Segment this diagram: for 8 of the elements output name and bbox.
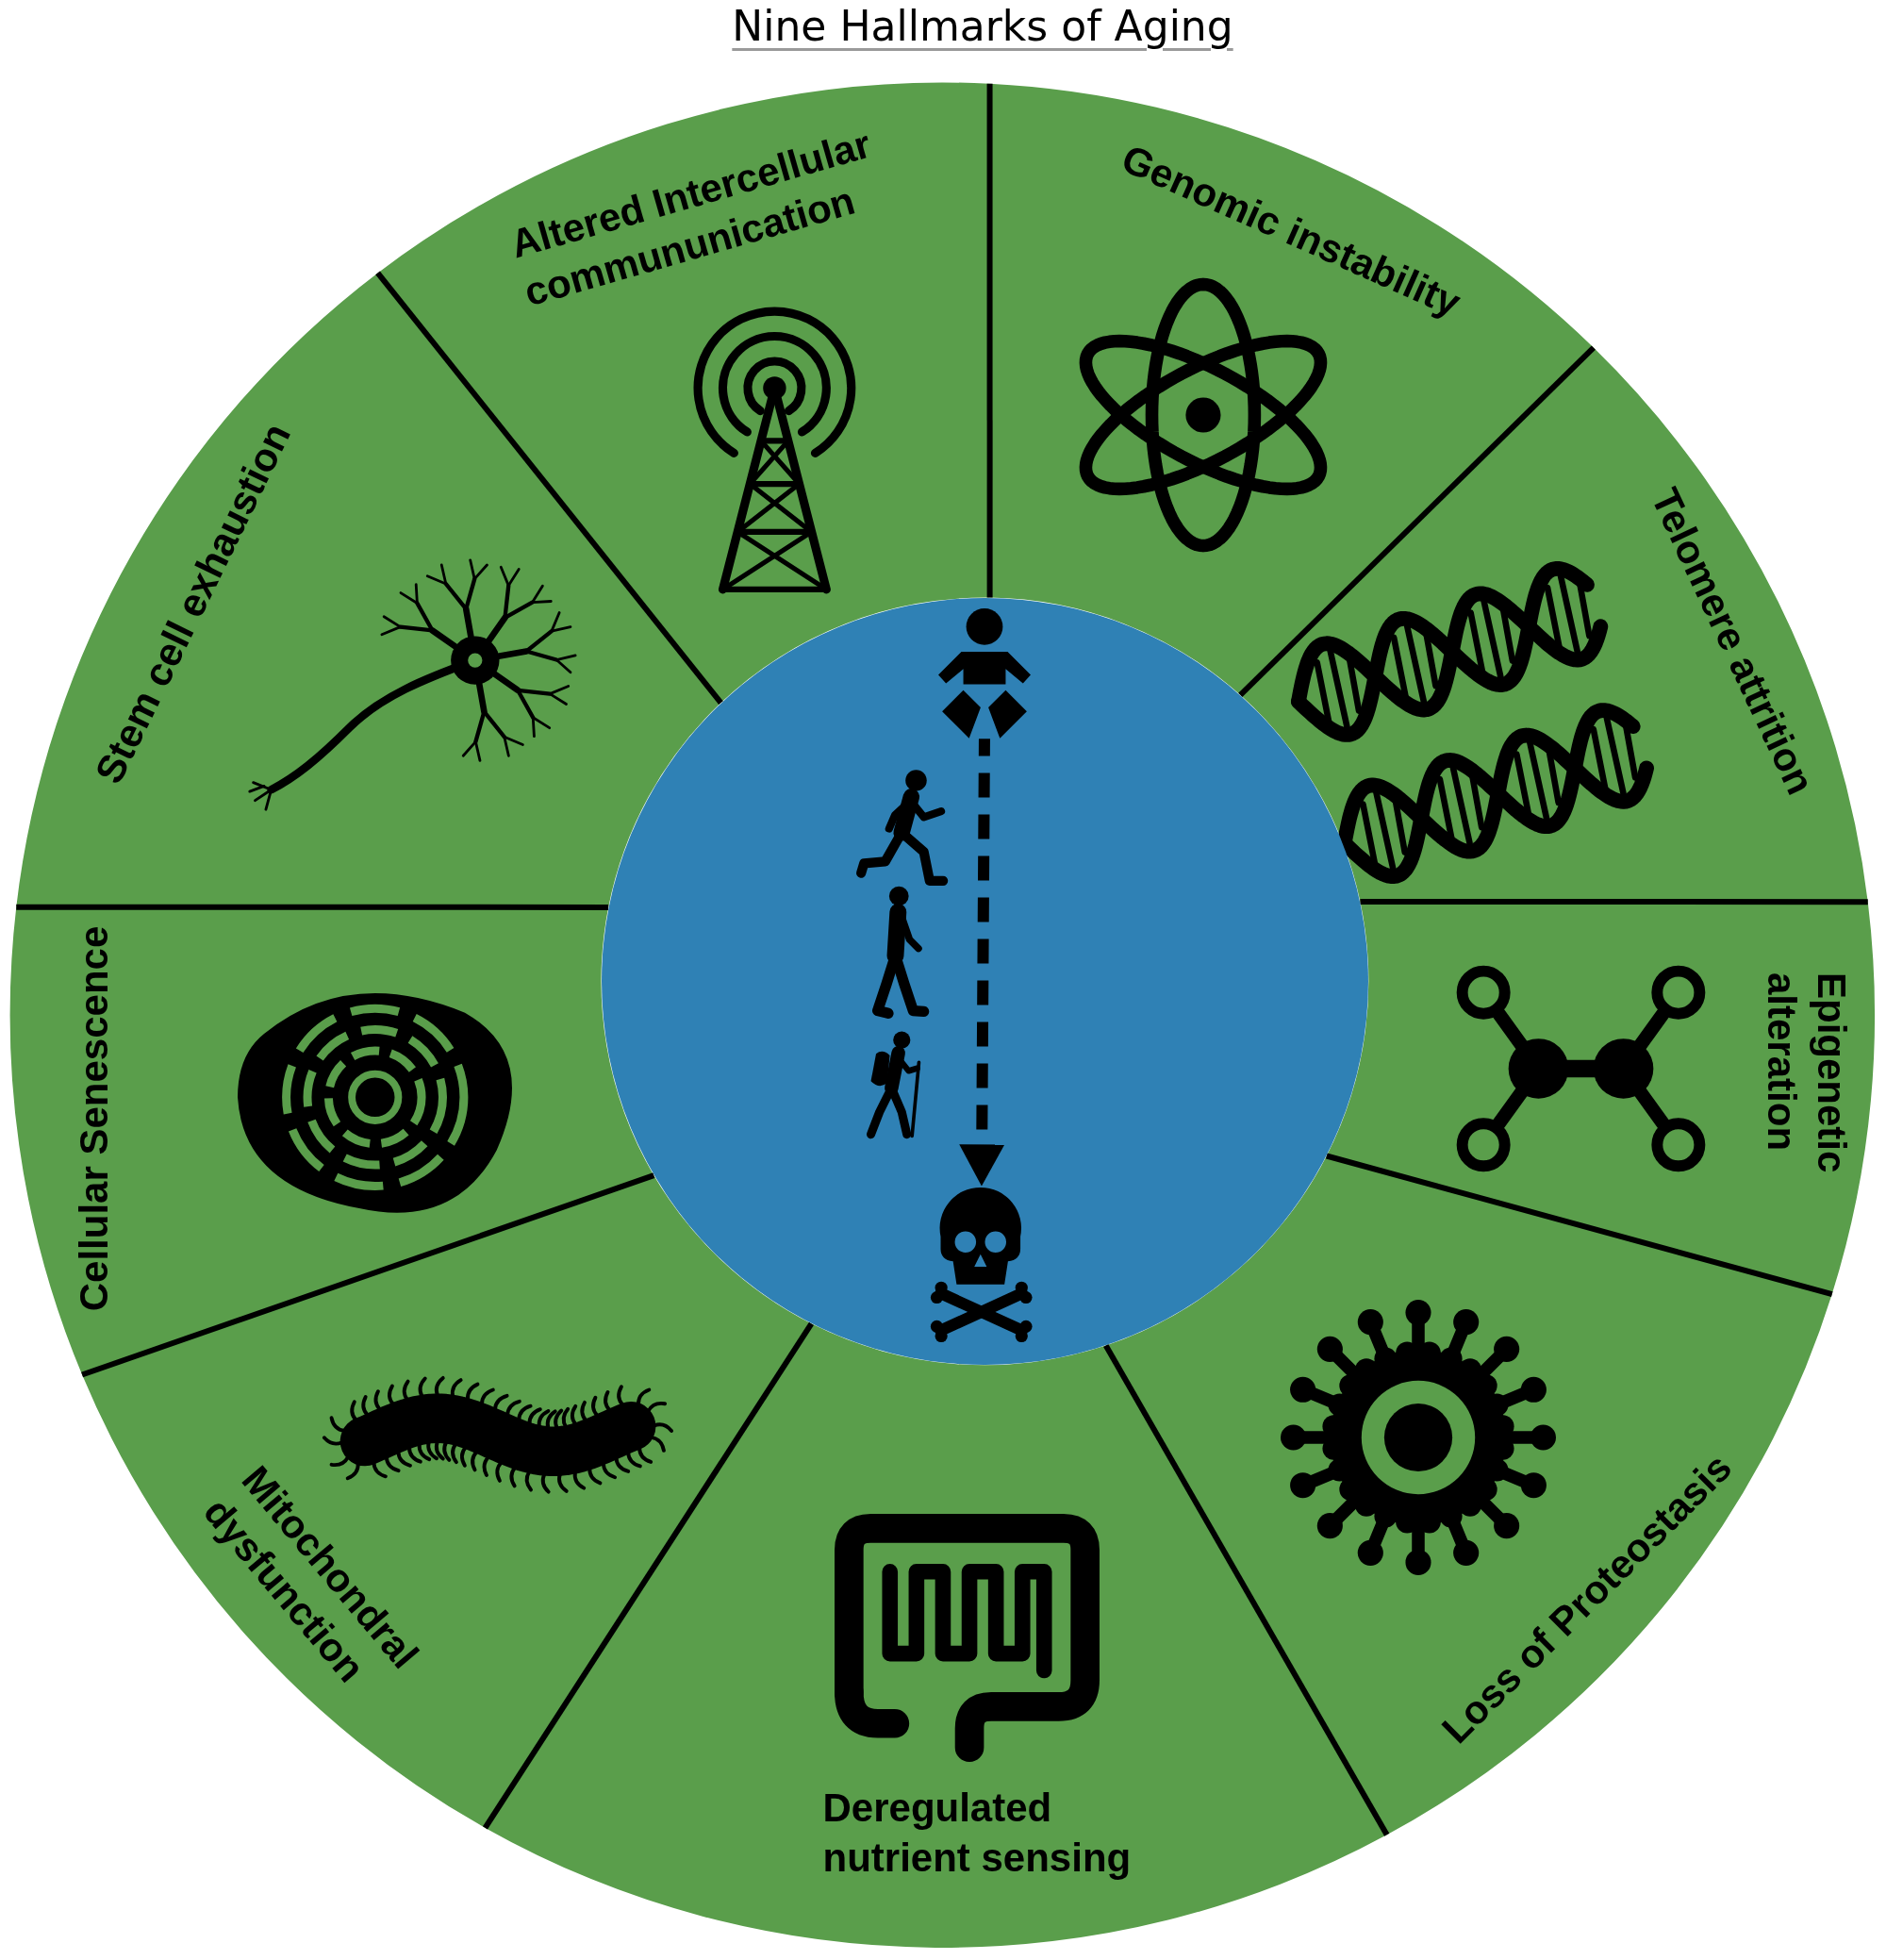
hallmark-label: Cellular Senescence [70,925,117,1312]
skull-crossbones-icon [928,1186,1034,1345]
title: Nine Hallmarks of Aging [732,2,1233,50]
hallmark-label: Epigenetic alteration [1759,972,1855,1175]
dashed-arrow [959,739,1005,1187]
hallmark-label: Deregulated nutrient sensing [822,1784,1133,1882]
hallmark-segment [377,82,990,704]
baby-icon [937,606,1033,739]
